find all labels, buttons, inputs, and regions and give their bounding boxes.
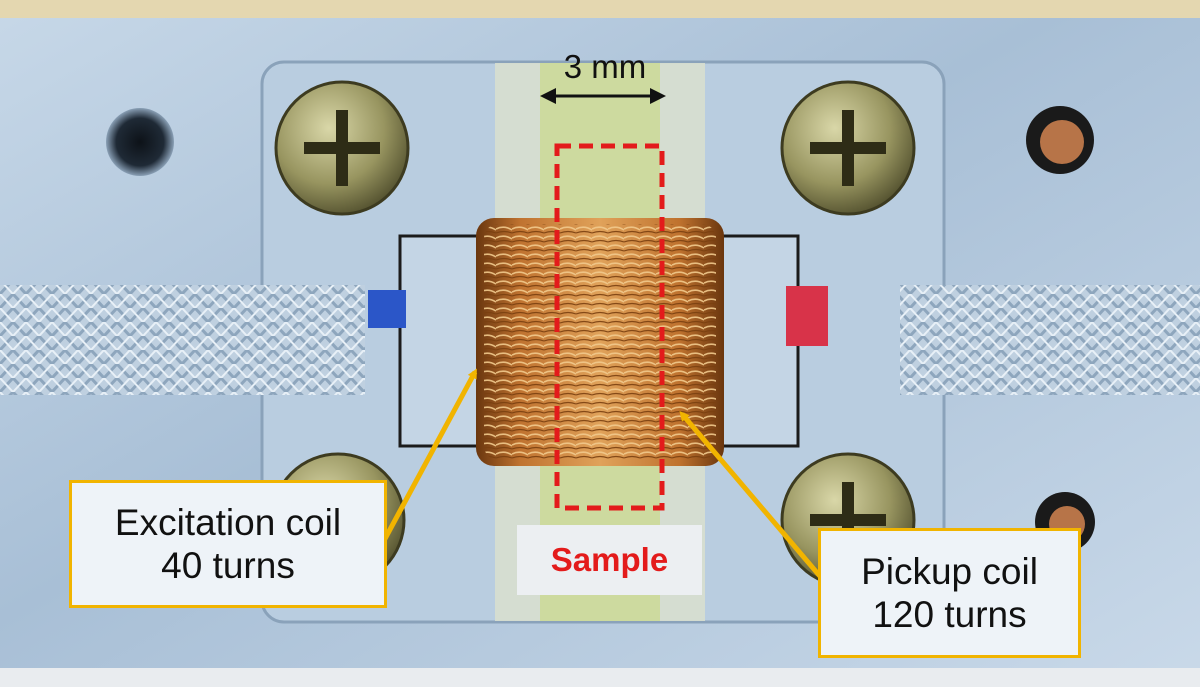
sample-label: Sample [517, 525, 702, 595]
pickup-coil-label: Pickup coil 120 turns [818, 528, 1081, 658]
left-cable [0, 285, 365, 395]
pickup-coil-title: Pickup coil [861, 551, 1038, 592]
screw-top-right [780, 80, 916, 216]
blue-wire [368, 290, 406, 328]
excitation-arrow [377, 368, 478, 550]
red-wire [786, 286, 828, 346]
excitation-coil-title: Excitation coil [114, 502, 342, 543]
pickup-arrow [679, 410, 832, 590]
excitation-coil-turns: 40 turns [161, 545, 295, 586]
scale-bar [540, 88, 666, 104]
sample-outline [554, 143, 665, 511]
scale-label: 3 mm [563, 48, 647, 85]
screw-top-left [274, 80, 410, 216]
pickup-coil-turns: 120 turns [872, 594, 1027, 635]
hole-left-top [106, 108, 174, 176]
excitation-coil-label: Excitation coil 40 turns [69, 480, 387, 608]
right-cable [900, 285, 1200, 395]
sample-text: Sample [550, 541, 669, 578]
